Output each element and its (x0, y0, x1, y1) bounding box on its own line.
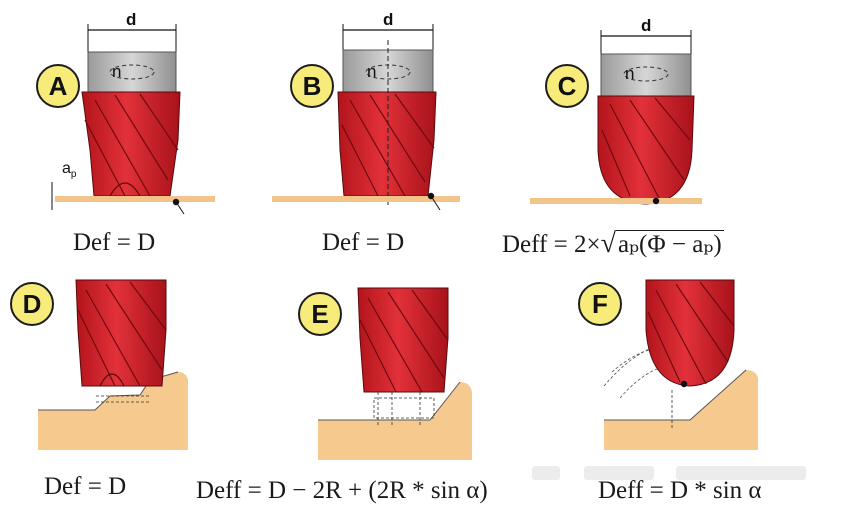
workpiece-a (55, 196, 215, 202)
workpiece-d (38, 372, 188, 450)
watermark-block (676, 466, 806, 480)
rotation-label-a: n (112, 62, 122, 81)
panel-a (51, 24, 215, 215)
workpiece-b (272, 196, 460, 202)
panel-c (530, 30, 702, 205)
workpiece-e (318, 382, 472, 460)
formula-f: Deff = D * sin α (598, 477, 762, 504)
panel-c-badge: C (545, 64, 589, 108)
watermark-block (584, 466, 654, 480)
panel-f-badge: F (578, 282, 622, 326)
cutter-body-e (357, 287, 449, 393)
formula-e: Deff = D − 2R + (2R * sin α) (196, 477, 488, 504)
cutter-body-a (81, 91, 181, 197)
panel-b-badge: B (290, 64, 334, 108)
panel-d-badge: D (10, 282, 54, 326)
formula-d: Def = D (44, 473, 127, 500)
cutter-body-b (337, 91, 437, 197)
shank-c (600, 53, 692, 97)
workpiece-f (604, 370, 758, 450)
shank-a (87, 51, 177, 93)
rotation-label-b: n (367, 62, 377, 81)
cutter-body-d (75, 279, 167, 387)
formula-b: Def = D (322, 229, 405, 256)
cutter-body-c (597, 95, 695, 205)
depth-label-a: ap (62, 160, 77, 181)
cutter-body-f (645, 279, 735, 387)
diameter-label-b: d (383, 10, 394, 29)
formula-c: Deff = 2×√aₚ(Φ − aₚ) (502, 228, 724, 259)
panel-a-badge: A (36, 64, 80, 108)
formula-a: Def = D (73, 229, 156, 256)
panel-e-badge: E (298, 292, 342, 336)
diameter-label-a: d (126, 10, 137, 29)
diameter-label-c: d (641, 16, 652, 35)
rotation-label-c: n (625, 64, 635, 83)
panel-b (272, 24, 460, 211)
panel-f (603, 279, 758, 450)
workpiece-c (530, 198, 702, 204)
panel-e (318, 287, 472, 460)
panel-d (38, 279, 188, 450)
watermark-block (532, 466, 560, 480)
